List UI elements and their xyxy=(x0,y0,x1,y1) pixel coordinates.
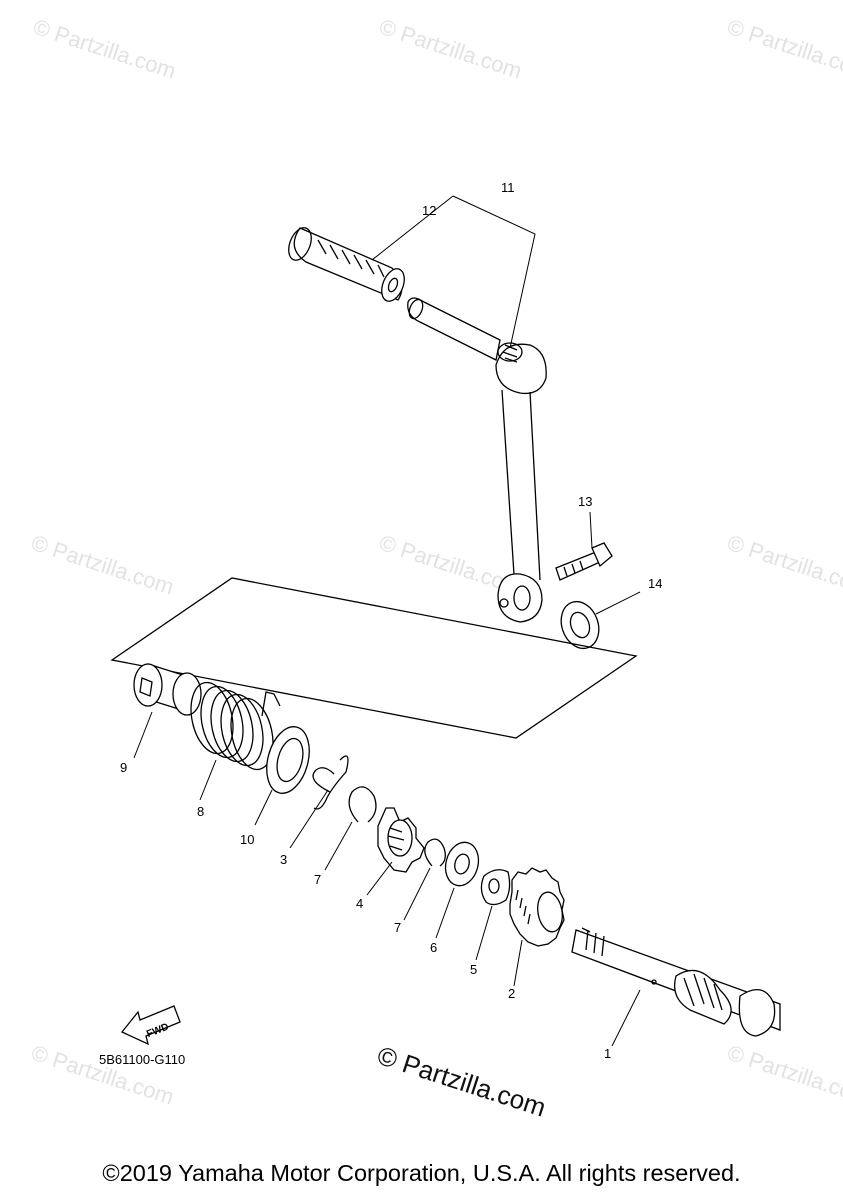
kick-axle-part xyxy=(571,927,781,1037)
clip-part xyxy=(312,755,349,810)
callout-6: 6 xyxy=(430,940,438,955)
diagram-code: 5B61100-G110 xyxy=(99,1052,186,1067)
callout-3: 3 xyxy=(280,852,288,867)
collar-part xyxy=(133,663,202,716)
fwd-arrow-icon: FWD xyxy=(120,1005,181,1046)
washer-part xyxy=(444,841,480,887)
callout-7: 7 xyxy=(394,920,402,935)
callout-11: 11 xyxy=(501,180,515,195)
callout-1: 1 xyxy=(604,1046,612,1061)
spring-guide-part xyxy=(266,726,310,794)
callout-7: 7 xyxy=(314,872,322,887)
circlip-part xyxy=(424,838,446,867)
callout-8: 8 xyxy=(197,804,205,819)
kick-crank-part xyxy=(407,297,547,623)
callout-5: 5 xyxy=(470,962,478,977)
callout-10: 10 xyxy=(240,832,255,847)
copyright-notice: ©2019 Yamaha Motor Corporation, U.S.A. A… xyxy=(102,1160,741,1186)
callout-4: 4 xyxy=(356,896,364,911)
callout-2: 2 xyxy=(508,986,516,1001)
callout-9: 9 xyxy=(120,760,128,775)
leader-lines xyxy=(133,195,641,1047)
retainer-clip-part xyxy=(480,869,511,906)
callout-13: 13 xyxy=(578,494,593,509)
callout-14: 14 xyxy=(648,576,663,591)
assembly-frame xyxy=(110,577,638,739)
ratchet-part xyxy=(377,807,425,873)
bolt-part xyxy=(555,542,613,581)
torsion-spring-part xyxy=(190,681,281,771)
kick-grip-part xyxy=(288,227,405,302)
circlip-part xyxy=(348,786,377,823)
oil-seal-part xyxy=(560,600,600,650)
callout-12: 12 xyxy=(422,203,437,218)
kick-gear-part xyxy=(509,867,565,947)
